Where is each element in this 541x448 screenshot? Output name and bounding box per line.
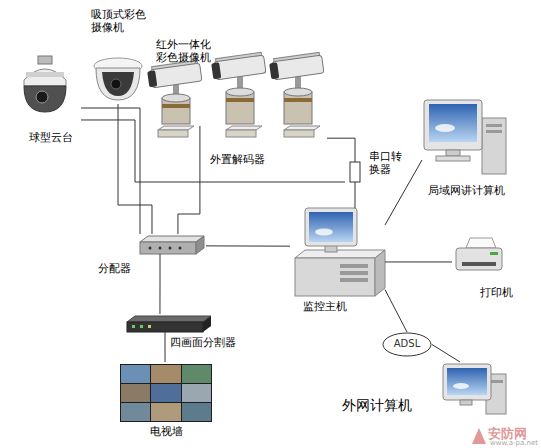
serial-converter: 串口转换器 bbox=[345, 148, 405, 200]
internet-computer: 外网计算机 bbox=[342, 362, 508, 416]
device-label: 球型云台 bbox=[29, 131, 85, 144]
cable-line bbox=[81, 120, 345, 182]
ir-camera-group: 红外一体化彩色摄像机 bbox=[146, 36, 330, 126]
lan-computer bbox=[424, 100, 506, 174]
adsl-ellipse: ADSL bbox=[382, 332, 432, 357]
device-label: 局域网讲计算机 bbox=[428, 184, 514, 197]
cable-line bbox=[178, 126, 200, 234]
device-label: 电视墙 bbox=[150, 425, 190, 438]
ir-camera bbox=[211, 52, 266, 124]
ir-camera bbox=[147, 60, 202, 124]
tv-wall: 电视墙 bbox=[118, 362, 214, 440]
lan-computer: 局域网讲计算机 bbox=[422, 98, 514, 202]
ceiling-camera: 吸顶式彩色摄像机 bbox=[88, 8, 152, 104]
decoder-group: 外置解码器 bbox=[155, 126, 327, 168]
device-label: 串口转换器 bbox=[369, 150, 403, 176]
decoder-box bbox=[158, 126, 320, 137]
cable-line bbox=[385, 261, 452, 262]
dome-ptz-camera bbox=[24, 56, 66, 112]
monitoring-host: 监控主机 bbox=[290, 208, 385, 314]
device-label: 外置解码器 bbox=[210, 153, 280, 166]
printer bbox=[456, 238, 502, 270]
device-label: 吸顶式彩色摄像机 bbox=[91, 8, 148, 34]
cable-line bbox=[354, 200, 355, 208]
distributor bbox=[140, 236, 204, 278]
device-label: 外网计算机 bbox=[342, 397, 422, 414]
ptz-dome-camera: 球型云台 bbox=[15, 55, 81, 145]
device-label: 分配器 bbox=[98, 262, 138, 275]
cable-line bbox=[385, 290, 407, 332]
internet-computer bbox=[443, 364, 506, 414]
watermark-logo bbox=[472, 428, 486, 444]
cable-line bbox=[165, 350, 166, 362]
tv-wall bbox=[120, 364, 212, 422]
printer: 打印机 bbox=[452, 236, 518, 300]
video-distributor: 分配器 bbox=[96, 234, 206, 278]
device-label: 四画面分割器 bbox=[170, 336, 242, 349]
device-label: ADSL bbox=[382, 338, 432, 350]
host-computer bbox=[295, 208, 385, 296]
device-label: 红外一体化彩色摄像机 bbox=[156, 38, 213, 64]
ceiling-camera bbox=[94, 58, 142, 100]
device-label: 监控主机 bbox=[303, 300, 353, 313]
watermark-url: www.a-pa.net bbox=[490, 440, 538, 448]
device-label: 打印机 bbox=[480, 286, 516, 299]
ellipse-outline bbox=[383, 333, 431, 356]
serial-converter bbox=[350, 148, 360, 200]
cable-line bbox=[118, 104, 152, 234]
quad-splitter: 四画面分割器 bbox=[122, 314, 246, 350]
cable-line bbox=[159, 278, 160, 314]
cable-line bbox=[432, 345, 460, 363]
cable-line bbox=[206, 245, 290, 246]
ir-camera bbox=[269, 52, 324, 124]
cable-line bbox=[81, 108, 140, 234]
cable-line bbox=[327, 138, 355, 148]
